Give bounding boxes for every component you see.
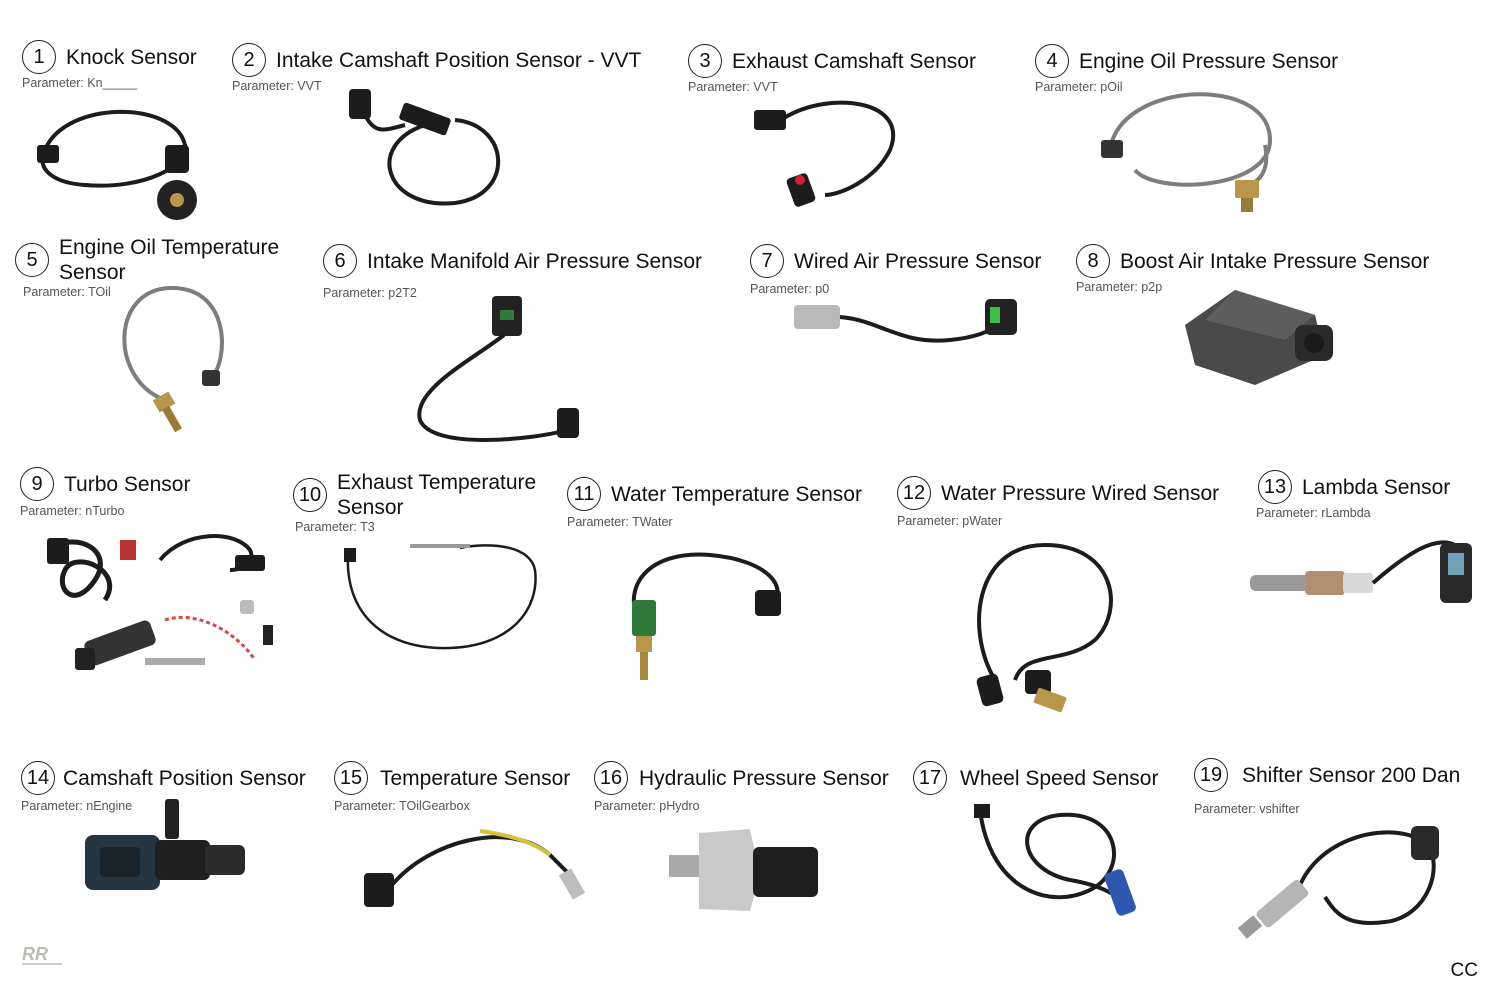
oil-temperature-sensor-image xyxy=(110,280,240,445)
sensor-parameter: Parameter: Kn_____ xyxy=(22,76,138,90)
wired-air-pressure-sensor-image xyxy=(790,295,1030,360)
sensor-title: Turbo Sensor xyxy=(64,472,191,496)
sensor-title: Intake Camshaft Position Sensor - VVT xyxy=(276,48,642,72)
sensor-title: Engine Oil Temperature Sensor xyxy=(59,235,279,285)
sensor-parameter: Parameter: nTurbo xyxy=(20,504,125,518)
sensor-title: Temperature Sensor xyxy=(380,766,571,790)
sensor-19: 19 Shifter Sensor 200 Dan Parameter: vshi… xyxy=(1194,758,1460,816)
sensor-parameter: Parameter: VVT xyxy=(688,80,778,94)
sensor-number: 6 xyxy=(323,244,357,278)
sensor-1: 1 Knock Sensor Parameter: Kn_____ xyxy=(22,40,197,90)
sensor-title: Hydraulic Pressure Sensor xyxy=(639,766,889,790)
sensor-15: 15 Temperature Sensor Parameter: TOilGear… xyxy=(334,761,570,813)
sensor-6: 6 Intake Manifold Air Pressure Sensor Par… xyxy=(323,244,702,300)
knock-sensor-image xyxy=(25,95,205,230)
sensor-number: 2 xyxy=(232,43,266,77)
sensor-number: 1 xyxy=(22,40,56,74)
sensor-parameter: Parameter: vshifter xyxy=(1194,802,1300,816)
sensor-title-line: Sensor xyxy=(59,261,126,284)
sensor-3: 3 Exhaust Camshaft Sensor Parameter: VVT xyxy=(688,44,976,94)
sensor-number: 15 xyxy=(334,761,368,795)
manifold-pressure-sensor-image xyxy=(412,290,587,460)
sensor-number: 9 xyxy=(20,467,54,501)
sensor-number: 17 xyxy=(913,761,947,795)
water-temperature-sensor-image xyxy=(620,545,790,695)
sensor-parameter: Parameter: pHydro xyxy=(594,799,700,813)
sensor-parameter: Parameter: TWater xyxy=(567,515,673,529)
sensor-number: 14 xyxy=(21,761,55,795)
sensor-title: Exhaust Temperature Sensor xyxy=(337,470,536,520)
sensor-14: 14 Camshaft Position Sensor Parameter: nE… xyxy=(21,761,306,813)
sensor-title: Water Pressure Wired Sensor xyxy=(941,481,1220,505)
sensor-11: 11 Water Temperature Sensor Parameter: TW… xyxy=(567,477,862,529)
sensor-title-line: Sensor xyxy=(337,496,404,519)
sensor-number: 13 xyxy=(1258,470,1292,504)
brand-logo: RR xyxy=(20,944,66,973)
svg-text:RR: RR xyxy=(22,944,48,964)
sensor-title: Wired Air Pressure Sensor xyxy=(794,249,1042,273)
sensor-number: 10 xyxy=(293,478,327,512)
lambda-sensor-image xyxy=(1245,535,1480,620)
shifter-sensor-image xyxy=(1235,822,1445,952)
hydraulic-pressure-sensor-image xyxy=(665,825,825,920)
sensor-16: 16 Hydraulic Pressure Sensor Parameter: p… xyxy=(594,761,889,813)
sensor-4: 4 Engine Oil Pressure Sensor Parameter: p… xyxy=(1035,44,1338,94)
sensor-title: Water Temperature Sensor xyxy=(611,482,862,506)
oil-pressure-sensor-image xyxy=(1095,85,1280,225)
intake-camshaft-sensor-image xyxy=(345,85,515,215)
sensor-7: 7 Wired Air Pressure Sensor Parameter: p0 xyxy=(750,244,1041,296)
sensor-2: 2 Intake Camshaft Position Sensor - VVT P… xyxy=(232,43,641,93)
sensor-parameter: Parameter: p2T2 xyxy=(323,286,417,300)
sensor-number: 11 xyxy=(567,477,601,511)
sensor-number: 4 xyxy=(1035,44,1069,78)
sensor-17: 17 Wheel Speed Sensor xyxy=(913,761,1158,795)
sensor-title: Engine Oil Pressure Sensor xyxy=(1079,49,1339,73)
sensor-number: 19 xyxy=(1194,758,1228,792)
gearbox-temperature-sensor-image xyxy=(360,825,590,920)
sensor-parameter: Parameter: TOil xyxy=(23,285,111,299)
sensor-parameter: Parameter: rLambda xyxy=(1256,506,1371,520)
sensor-parameter: Parameter: TOilGearbox xyxy=(334,799,470,813)
sensor-title: Wheel Speed Sensor xyxy=(960,766,1159,790)
sensor-parameter: Parameter: p2p xyxy=(1076,280,1163,294)
sensor-number: 3 xyxy=(688,44,722,78)
sensor-9: 9 Turbo Sensor Parameter: nTurbo xyxy=(20,467,190,518)
sensor-parameter: Parameter: pOil xyxy=(1035,80,1123,94)
sensor-number: 8 xyxy=(1076,244,1110,278)
camshaft-position-sensor-image xyxy=(80,795,250,905)
sensor-title: Intake Manifold Air Pressure Sensor xyxy=(367,249,702,273)
sensor-parameter: Parameter: T3 xyxy=(295,520,375,534)
sensor-5: 5 Engine Oil Temperature Sensor Paramete… xyxy=(15,235,279,299)
sensor-title-line: Engine Oil Temperature xyxy=(59,236,280,259)
sensor-title-line: Exhaust Temperature xyxy=(337,471,537,494)
sensor-8: 8 Boost Air Intake Pressure Sensor Parame… xyxy=(1076,244,1429,294)
boost-pressure-sensor-image xyxy=(1175,285,1340,400)
sensor-number: 16 xyxy=(594,761,628,795)
sensor-title: Lambda Sensor xyxy=(1302,475,1451,499)
exhaust-camshaft-sensor-image xyxy=(750,90,910,220)
sensor-13: 13 Lambda Sensor Parameter: rLambda xyxy=(1256,470,1451,520)
sensor-parameter: Parameter: pWater xyxy=(897,514,1003,528)
sensor-number: 7 xyxy=(750,244,784,278)
turbo-sensor-kit-image xyxy=(45,530,285,690)
sensor-title: Shifter Sensor 200 Dan xyxy=(1242,763,1461,787)
cc-label: CC xyxy=(1450,960,1478,981)
sensor-parameter: Parameter: nEngine xyxy=(21,799,133,813)
sensor-number: 12 xyxy=(897,476,931,510)
sensor-title: Exhaust Camshaft Sensor xyxy=(732,49,976,73)
sensor-10: 10 Exhaust Temperature Sensor Parameter:… xyxy=(293,470,536,534)
water-pressure-sensor-image xyxy=(965,540,1125,725)
sensor-title: Boost Air Intake Pressure Sensor xyxy=(1120,249,1430,273)
sensor-parameter: Parameter: VVT xyxy=(232,79,322,93)
sensor-parameter: Parameter: p0 xyxy=(750,282,830,296)
sensor-12: 12 Water Pressure Wired Sensor Parameter:… xyxy=(897,476,1219,528)
exhaust-temperature-sensor-image xyxy=(340,540,540,660)
sensor-title: Knock Sensor xyxy=(66,45,197,69)
sensor-title: Camshaft Position Sensor xyxy=(63,766,306,790)
wheel-speed-sensor-image xyxy=(970,800,1160,930)
sensor-number: 5 xyxy=(15,243,49,277)
